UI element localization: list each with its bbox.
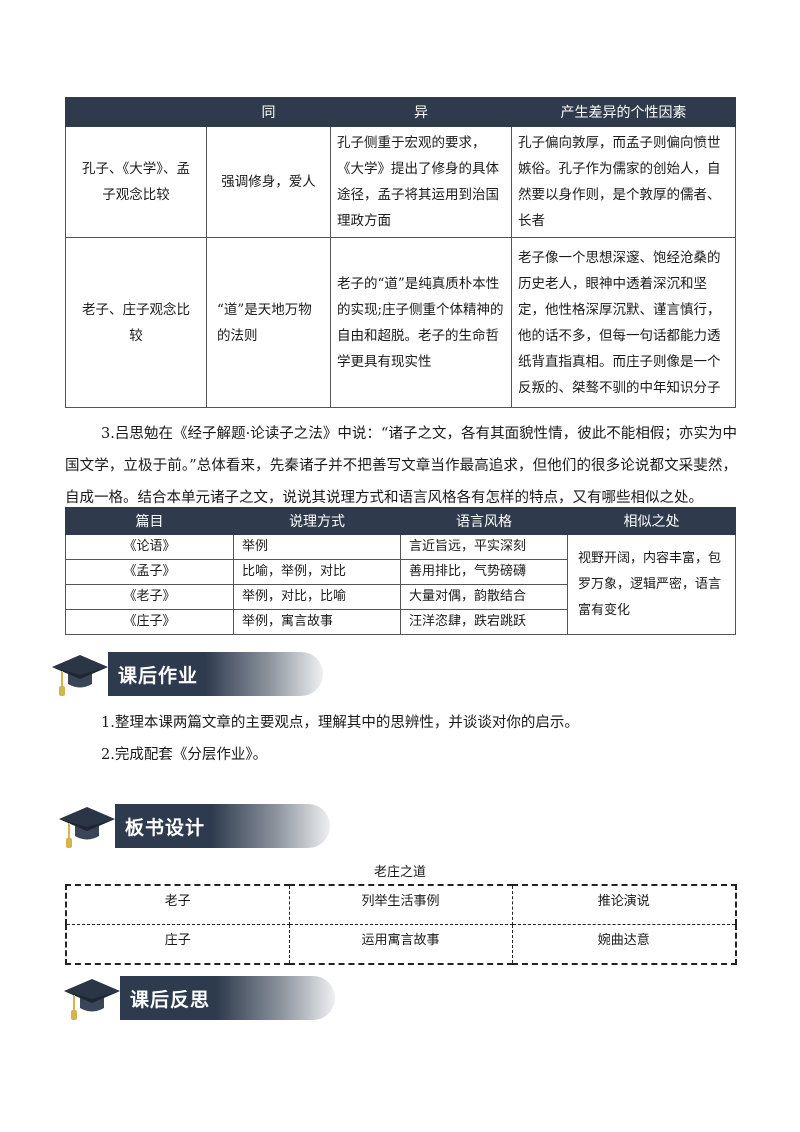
table-row: 《孟子》 比喻，举例，对比 善用排比，气势磅礴	[65, 559, 736, 585]
cell-style: 言近旨远，平实深刻	[400, 534, 568, 560]
board-cell: 老子	[65, 884, 290, 925]
cell-title: 《老子》	[65, 584, 234, 610]
row-label: 老子、庄子观念比较	[65, 237, 207, 408]
table-row: 庄子 运用寓言故事 婉曲达意	[65, 924, 737, 965]
cell-title: 《论语》	[65, 534, 234, 560]
board-cell: 婉曲达意	[511, 924, 737, 965]
table-row: 《论语》 举例 言近旨远，平实深刻 视野开阔，内容丰富，包罗万象，逻辑严密，语言…	[65, 534, 736, 635]
table-header-cell: 同	[206, 97, 331, 127]
cell-method: 比喻，举例，对比	[233, 559, 401, 585]
section-title: 课后作业	[118, 665, 199, 687]
cell-factor: 孔子偏向敦厚，而孟子则偏向愤世嫉俗。孔子作为儒家的创始人，自然要以身作则，是个敦…	[511, 126, 736, 238]
homework-item: 1.整理本课两篇文章的主要观点，理解其中的思辨性，并谈谈对你的启示。	[101, 715, 579, 731]
cell-style: 大量对偶，韵散结合	[400, 584, 568, 610]
board-cell: 推论演说	[511, 884, 737, 925]
graduation-cap-icon	[59, 807, 115, 848]
cell-same: 强调修身，爱人	[206, 126, 331, 238]
section-title: 板书设计	[125, 817, 206, 839]
board-cell: 列举生活事例	[288, 884, 513, 925]
cell-factor: 老子像一个思想深邃、饱经沧桑的历史老人，眼神中透着深沉和坚定，他性格深厚沉默、谨…	[511, 237, 736, 408]
table-header-cell: 异	[330, 97, 512, 127]
cell-diff: 孔子侧重于宏观的要求，《大学》提出了修身的具体途径，孟子将其运用到治国理政方面	[330, 126, 512, 238]
section-title: 课后反思	[130, 989, 211, 1011]
section-bar	[108, 652, 323, 696]
table-header-row: 篇目 说理方式 语言风格 相似之处	[65, 507, 736, 535]
section-header-homework: 课后作业	[50, 649, 323, 701]
graduation-cap-icon	[64, 979, 120, 1020]
board-title: 老庄之道	[373, 865, 426, 880]
cell-method: 举例，对比，比喻	[233, 584, 401, 610]
board-cell: 运用寓言故事	[288, 924, 513, 965]
table-header-cell: 篇目	[65, 507, 234, 535]
cell-similarity: 视野开阔，内容丰富，包罗万象，逻辑严密，语言富有变化	[567, 534, 736, 635]
table-row: 孔子、《大学》、孟子观念比较 强调修身，爱人 孔子侧重于宏观的要求，《大学》提出…	[65, 126, 736, 238]
table-header-cell: 说理方式	[233, 507, 401, 535]
section-header-reflection: 课后反思	[62, 973, 335, 1025]
board-table: 老子 列举生活事例 推论演说 庄子 运用寓言故事 婉曲达意	[65, 884, 737, 965]
cell-same: “道”是天地万物的法则	[206, 237, 331, 408]
board-cell: 庄子	[65, 924, 290, 965]
table-header-cell: 产生差异的个性因素	[511, 97, 736, 127]
table-header-row: 同 异 产生差异的个性因素	[65, 97, 736, 127]
table-row: 老子、庄子观念比较 “道”是天地万物的法则 老子的“道”是纯真质朴本性的实现;庄…	[65, 237, 736, 408]
style-table: 篇目 说理方式 语言风格 相似之处 《论语》 举例 言近旨远，平实深刻 视野开阔…	[65, 507, 736, 635]
table-row: 《庄子》 举例，寓言故事 汪洋恣肆，跌宕跳跃	[65, 609, 736, 635]
cell-style: 汪洋恣肆，跌宕跳跃	[400, 609, 568, 635]
table-row: 老子 列举生活事例 推论演说	[65, 884, 737, 925]
cell-style: 善用排比，气势磅礴	[400, 559, 568, 585]
section-bar	[115, 804, 330, 848]
cell-diff: 老子的“道”是纯真质朴本性的实现;庄子侧重个体精神的自由和超脱。老子的生命哲学更…	[330, 237, 512, 408]
section-bar	[120, 976, 335, 1020]
homework-item: 2.完成配套《分层作业》。	[101, 747, 268, 763]
table-row: 《老子》 举例，对比，比喻 大量对偶，韵散结合	[65, 584, 736, 610]
table-header-cell: 语言风格	[400, 507, 568, 535]
cell-method: 举例	[233, 534, 401, 560]
row-label: 孔子、《大学》、孟子观念比较	[65, 126, 207, 238]
question-paragraph: 3.吕思勉在《经子解题·论读子之法》中说：“诸子之文，各有其面貌性情，彼此不能相…	[65, 426, 737, 506]
cell-title: 《庄子》	[65, 609, 234, 635]
graduation-cap-icon	[52, 655, 108, 696]
comparison-table: 同 异 产生差异的个性因素 孔子、《大学》、孟子观念比较 强调修身，爱人 孔子侧…	[65, 97, 736, 408]
table-header-cell	[65, 97, 207, 127]
section-header-board: 板书设计	[57, 801, 330, 853]
table-header-cell: 相似之处	[567, 507, 736, 535]
cell-method: 举例，寓言故事	[233, 609, 401, 635]
cell-title: 《孟子》	[65, 559, 234, 585]
